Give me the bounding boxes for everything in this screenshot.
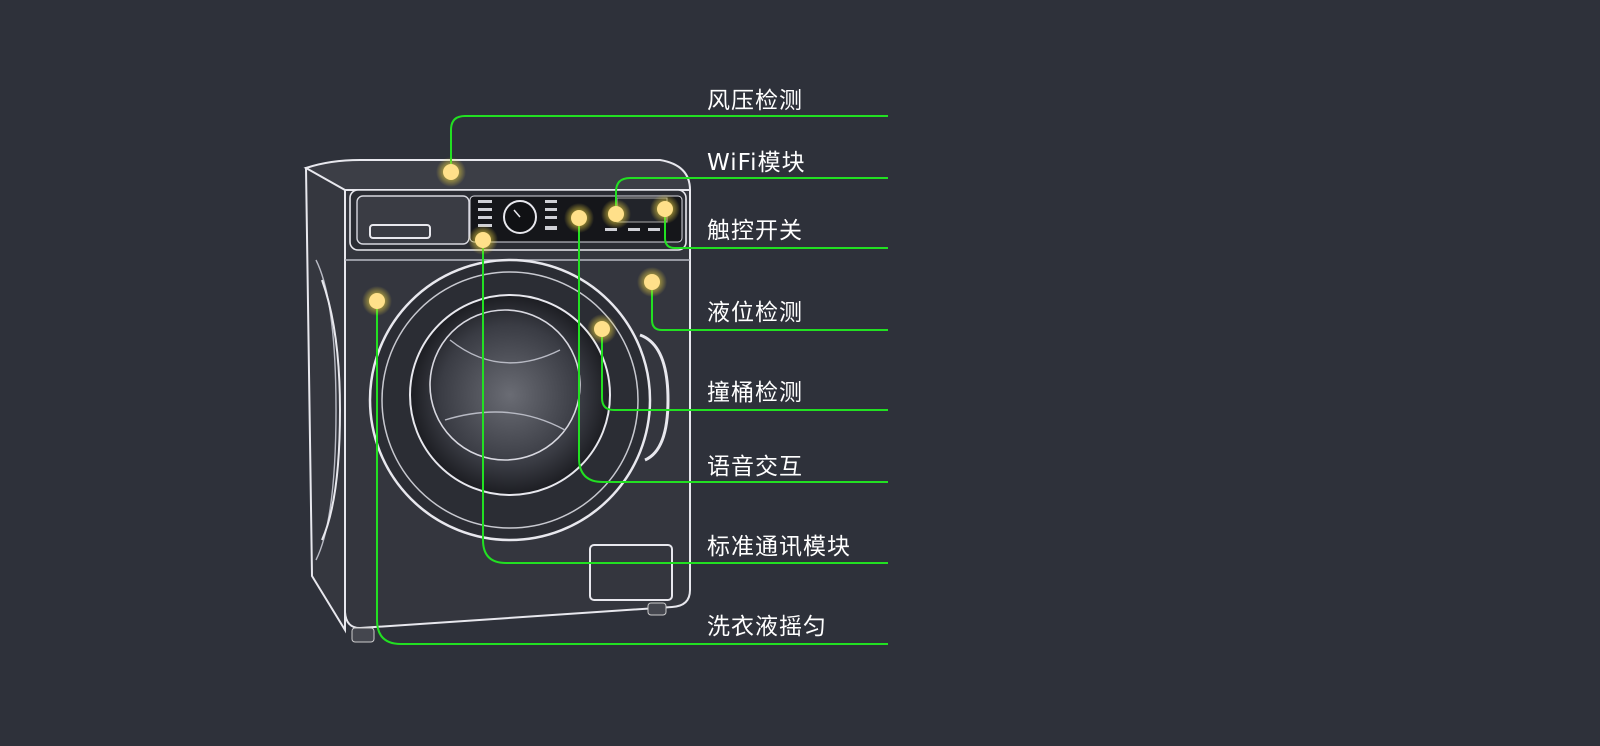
- leader-line-comm: [482, 240, 888, 564]
- marker-touch: [650, 194, 680, 224]
- leader-lines: [376, 115, 888, 645]
- markers: [362, 157, 680, 344]
- leader-line-drum-collision: [601, 329, 888, 411]
- leader-line-detergent: [376, 301, 888, 645]
- marker-liquid-level: [637, 267, 667, 297]
- leader-line-touch: [664, 209, 888, 249]
- leader-line-wind-pressure: [450, 115, 888, 172]
- label-touch: 触控开关: [707, 218, 803, 244]
- leader-line-liquid-level: [651, 282, 888, 331]
- marker-voice: [564, 203, 594, 233]
- marker-detergent: [362, 286, 392, 316]
- label-detergent: 洗衣液摇匀: [707, 614, 827, 640]
- washing-machine-illustration: [303, 159, 692, 643]
- label-drum-collision: 撞桶检测: [707, 380, 803, 406]
- marker-drum-collision: [587, 314, 617, 344]
- label-voice: 语音交互: [707, 454, 803, 480]
- label-liquid-level: 液位检测: [707, 300, 803, 326]
- label-comm: 标准通讯模块: [707, 534, 851, 560]
- marker-wind-pressure: [436, 157, 466, 187]
- label-wifi: WiFi模块: [707, 150, 806, 176]
- marker-comm: [468, 225, 498, 255]
- marker-wifi: [601, 199, 631, 229]
- leader-line-wifi: [615, 177, 888, 214]
- label-wind-pressure: 风压检测: [707, 88, 803, 114]
- leader-line-voice: [578, 218, 888, 483]
